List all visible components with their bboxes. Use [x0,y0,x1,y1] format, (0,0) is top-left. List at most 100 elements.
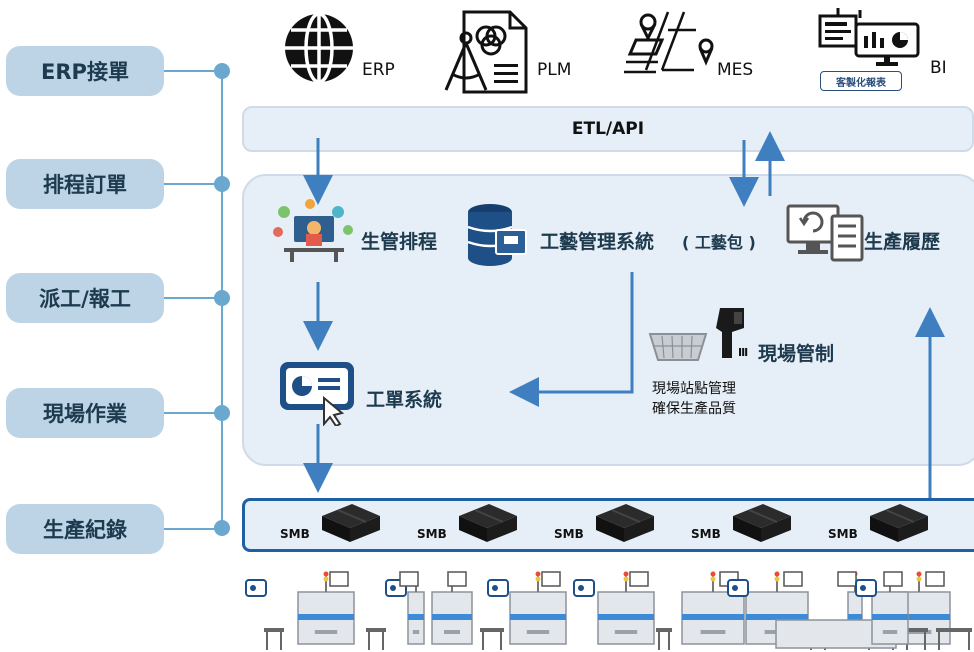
machine-monitor [783,571,803,587]
conveyor-table [904,628,928,632]
timeline-dot [214,405,230,421]
smb-label: SMB [691,527,721,541]
smb-label: SMB [280,527,310,541]
floor-note-1: 現場站點管理 [652,381,736,397]
step-production-record: 生產紀錄 [6,504,164,554]
arrow-process-to-workorder [509,272,634,407]
machine-monitor [541,571,561,587]
step-label: 現場作業 [43,402,127,426]
production-line [245,571,972,650]
conveyor-table [480,628,504,632]
signal-light [916,576,922,582]
step-label: 派工/報工 [39,287,131,311]
step-dispatch-report: 派工/報工 [6,273,164,323]
scheduling-label: 生管排程 [361,231,438,253]
step-erp-order: ERP接單 [6,46,164,96]
bi-dashboard-icon [812,6,922,68]
conveyor-table [936,628,972,632]
step-label: ERP接單 [41,60,129,84]
history-label: 生產履歷 [864,231,941,253]
conveyor-table [656,628,672,632]
signal-light [710,576,716,582]
terminal-icon [390,585,396,591]
etl-api-bar: ETL/API [242,106,974,152]
bi-badge-label: 客製化報表 [836,77,886,89]
connector [164,297,220,299]
signal-light [623,571,629,577]
machine-stripe [682,614,744,620]
step-label: 排程訂單 [43,173,127,197]
machine-monitor [629,571,649,587]
machine-monitor [837,571,857,587]
signal-light [623,576,629,582]
smb-box-icon [322,504,380,542]
machine-stripe [408,614,424,620]
scheduling-icon [272,198,356,262]
machine-monitor [883,571,903,587]
barcode-scanner-icon [712,306,748,362]
globe-icon [283,12,355,84]
conveyor-table [366,628,386,632]
machine-stripe [746,614,808,620]
mes-map-icon [622,10,714,80]
machine-slot [614,630,638,634]
machine-monitor [925,571,945,587]
smb-box-icon [870,504,928,542]
step-schedule-order: 排程訂單 [6,159,164,209]
terminal-icon [492,585,498,591]
machine-stripe [888,614,950,620]
smb-box-icon [733,504,791,542]
process-pack-label: ( 工藝包 ) [682,233,756,252]
connector [164,528,220,530]
machine-stripe [298,614,354,620]
machine-slot [882,630,898,634]
connector [164,70,220,72]
signal-light [323,576,329,582]
smb-label: SMB [828,527,858,541]
database-icon [466,202,528,268]
work-order-icon [278,360,358,428]
machine-slot [314,630,338,634]
timeline-dot [214,290,230,306]
machine-stripe [872,614,908,620]
smb-label: SMB [554,527,584,541]
connector [164,412,220,414]
machine-slot [412,630,420,634]
signal-light [774,571,780,577]
signal-light [323,571,329,577]
tray-icon [648,328,708,362]
erp-label: ERP [362,60,395,80]
machine-slot [700,630,726,634]
terminal-icon [250,585,256,591]
plm-compass-icon [440,8,530,94]
machine-monitor [447,571,467,587]
step-label: 生產紀錄 [43,518,127,542]
timeline-dot [214,520,230,536]
plm-label: PLM [537,60,572,80]
smb-label: SMB [417,527,447,541]
floor-note-2: 確保生產品質 [652,401,736,417]
terminal-icon [578,585,584,591]
smb-box-icon [459,504,517,542]
work-order-label: 工單系統 [366,389,443,411]
timeline-dot [214,63,230,79]
conveyor-table [264,628,284,632]
signal-light [710,571,716,577]
machine-stripe [598,614,654,620]
etl-api-label: ETL/API [571,119,645,139]
machine-stripe [848,614,862,620]
machine-slot [526,630,550,634]
history-monitor-icon [786,204,864,264]
mes-label: MES [717,60,754,80]
bi-label: BI [930,58,947,78]
machine-monitor [399,571,419,587]
machine-slot [444,630,460,634]
floor-control-label: 現場管制 [758,343,835,365]
smb-box-icon [596,504,654,542]
machine-stripe [432,614,472,620]
machine-monitor [329,571,349,587]
signal-light [535,571,541,577]
timeline-dot [214,176,230,192]
machine-stripe [510,614,566,620]
